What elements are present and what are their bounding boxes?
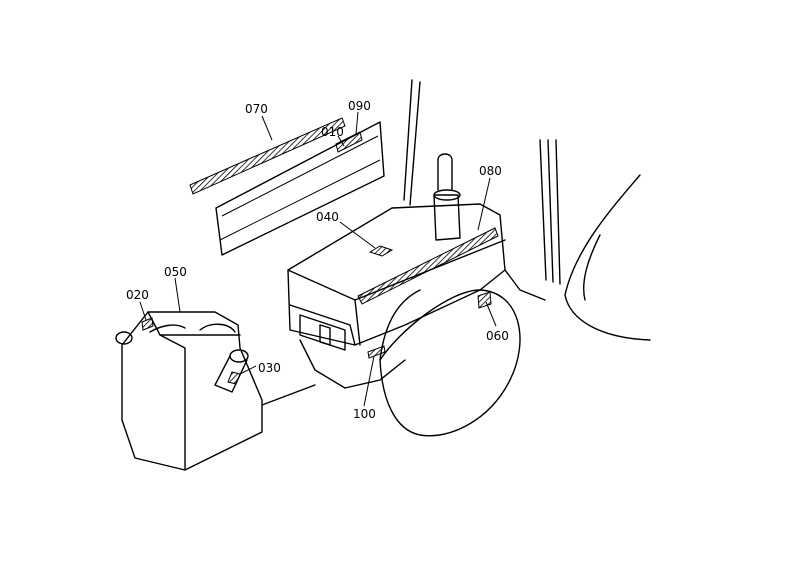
- callout-030: 030: [258, 361, 281, 375]
- callout-090: 090: [348, 99, 371, 113]
- side-panel-010: [215, 121, 385, 256]
- muffler: [433, 153, 461, 241]
- hood-stripe-080: [357, 227, 499, 305]
- leader-lines: [139, 111, 497, 407]
- stripe-070: [189, 117, 346, 195]
- decal-090: [335, 131, 363, 153]
- callout-010: 010: [321, 125, 344, 139]
- intake-pipe-030: [214, 349, 249, 393]
- callout-040: 040: [316, 210, 339, 224]
- callout-080: 080: [479, 164, 502, 178]
- emblem-040: [368, 245, 394, 257]
- rear-wheel: [564, 174, 651, 341]
- callout-020: 020: [126, 288, 149, 302]
- decal-100: [367, 345, 386, 359]
- callouts: 070 090 010 080 040 050 020 030 060 100: [126, 99, 509, 421]
- callout-100: 100: [353, 407, 376, 421]
- decal-060: [477, 291, 492, 309]
- engine: [115, 311, 316, 471]
- callout-060: 060: [486, 329, 509, 343]
- cab-frame: [403, 79, 561, 301]
- callout-050: 050: [164, 265, 187, 279]
- callout-070: 070: [245, 102, 268, 116]
- label-020: [141, 317, 154, 331]
- hood: [287, 203, 506, 389]
